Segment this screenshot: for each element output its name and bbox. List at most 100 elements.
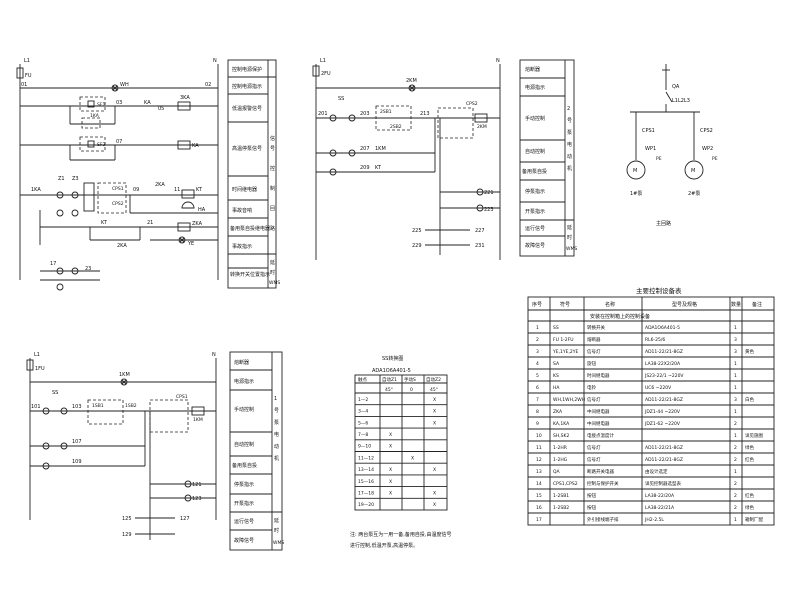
equip-cell-qty: 1: [734, 409, 737, 415]
equip-cell-qty: 1: [734, 361, 737, 367]
wp1-label: WP1: [645, 146, 656, 152]
cps1-main-label: CPS1: [642, 128, 655, 134]
equip-cell-model: RL6-25/6: [645, 337, 665, 343]
side-char-3: 制: [270, 185, 275, 192]
kt-contact-2-label: KT: [375, 165, 382, 171]
equip-cell-model: JDZ1-62 ~220V: [644, 421, 681, 427]
equip-cell-qty: 2: [734, 457, 737, 463]
node-07: 07: [116, 139, 122, 145]
side-char1-4: 动: [274, 443, 279, 450]
node-L1: L1: [24, 58, 30, 64]
pump1-control-circuit: L1 1FU N 1KM 101 SS 103 1SB1 1SB2 CPS1 1…: [26, 351, 284, 551]
equip-cell-no: 8: [536, 409, 539, 415]
equip-cell-qty: 3: [734, 397, 737, 403]
label-standby-relay: 备用泵自投继电器: [230, 225, 270, 232]
ss-cell-manual: X: [411, 455, 414, 461]
side-char2-5: 机: [567, 165, 572, 172]
equip-cell-symbol: SH,SK2: [553, 433, 569, 439]
node-109: 109: [72, 459, 82, 465]
ss-cell-auto1: X: [389, 444, 392, 450]
node-207: 207: [360, 146, 370, 152]
motor2-symbol: M: [691, 168, 695, 174]
ss-switch-table: SS转换图 ADA1O6A401-5 触点 自动Z1 手动S 自动Z2 45° …: [354, 355, 448, 511]
side2-char-2: WMS: [269, 280, 280, 286]
ss-angle-2: 0: [410, 387, 413, 393]
1ka-label: 1KA: [90, 113, 100, 119]
equip-cell-model: JS23-22/1 ~220V: [644, 373, 684, 379]
node-11: 11: [174, 187, 180, 193]
equip-cell-name: 信号灯: [587, 396, 601, 403]
1sb2-label: 1SB2: [125, 403, 137, 409]
label-standby-auto-1: 备用泵自投: [232, 462, 257, 469]
equip-cell-model: AD11-22/21-8GZ: [645, 457, 683, 463]
equip-cell-qty: 1: [734, 373, 737, 379]
ss-cell-auto2: X: [433, 467, 436, 473]
equip-cell-no: 4: [536, 361, 539, 367]
3ka-coil-label: 3KA: [180, 95, 190, 101]
ss-cell-contact: 13—14: [358, 467, 374, 473]
equip-cell-remark: 白色: [745, 396, 754, 403]
ss-angle-3: 45°: [430, 387, 438, 393]
2km-coil-label: 2KM: [477, 124, 487, 130]
z1-label: Z1: [58, 176, 65, 182]
node-121: 121: [192, 482, 202, 488]
design-note: 注: 两台泵互为一用一备,备用自投,由温度信号 进行控制,低温开泵,高温停泵。: [350, 530, 451, 552]
wh-indicator-label: WH: [120, 82, 129, 88]
2wh-label: 2KM: [406, 78, 417, 84]
node-02: 02: [205, 82, 211, 88]
equip-cell-qty: 3: [734, 337, 737, 343]
1sb1-label: 1SB1: [92, 403, 104, 409]
signal-control-circuit: L1 FU N 01 WH 02 SF1 03 KA 05 3KA 1KA SF…: [16, 58, 280, 291]
pump1-label: 1#泵: [630, 191, 642, 197]
side2-char-0: 延: [270, 259, 275, 266]
label-stop-indicator-1: 停泵指示: [234, 481, 254, 488]
ss-cell-auto2: X: [433, 502, 436, 508]
ha-bell-label: HA: [198, 207, 206, 213]
equip-cell-symbol: HA: [553, 385, 560, 391]
equip-cell-model: 由设计选定: [645, 468, 668, 475]
label-control-power-protection: 控制电源保护: [232, 66, 262, 73]
equip-cell-qty: 2: [734, 493, 737, 499]
equip-cell-name: 旋钮: [587, 360, 596, 367]
ss-cell-auto2: X: [433, 420, 436, 426]
ss-cell-auto2: X: [433, 490, 436, 496]
side-char-1: 号: [270, 146, 275, 152]
equip-header-symbol: 符号: [560, 301, 570, 308]
node-09: 09: [133, 187, 139, 193]
note-line-1: 注: 两台泵互为一用一备,备用自投,由温度信号: [350, 532, 452, 538]
equip-header-no: 序号: [532, 301, 542, 308]
side-char2-2: 泵: [567, 130, 572, 136]
equip-cell-no: 5: [536, 373, 539, 379]
equip-cell-symbol: KA,1KA: [553, 421, 570, 427]
ss-header-manual: 手动S: [404, 376, 416, 383]
cps2-contact-label: CPS2: [112, 201, 124, 207]
cps1-contact-label: CPS1: [112, 186, 124, 192]
equip-cell-symbol: ZKA: [553, 409, 563, 415]
2sb1-label: 2SB1: [380, 109, 392, 115]
pump2-label: 2#泵: [688, 191, 700, 197]
side-small2-1: 时: [567, 234, 572, 241]
side-char-0: 信: [270, 135, 275, 142]
equip-cell-model: JH2-2.5L: [644, 517, 664, 523]
side-char-2: 控: [270, 165, 275, 172]
label-stop-indicator-2: 停泵指示: [525, 188, 545, 195]
main-circuit-caption: 主回路: [656, 220, 671, 227]
equip-cell-symbol: YE,1YE,2YE: [552, 349, 579, 355]
equip-cell-no: 10: [536, 433, 542, 439]
1ka-contact-label: 1KA: [31, 187, 41, 193]
pump2-control-circuit: L1 2FU N 2KM 201 SS 203 2SB1 213 CPS2 2K…: [312, 58, 577, 260]
equip-cell-name: 时间继电器: [587, 372, 610, 379]
label-accident-indicator: 事故指示: [232, 243, 252, 250]
equip-cell-no: 16: [536, 505, 542, 511]
sf1-label: SF1: [97, 102, 105, 108]
equip-cell-remark: 红色: [745, 456, 754, 463]
side-small1-0: 延: [274, 517, 279, 524]
ss-cell-auto2: X: [433, 397, 436, 403]
ss-cell-auto1: X: [389, 479, 392, 485]
equip-cell-name: 控制与保护开关: [587, 480, 619, 487]
equip-cell-qty: 2: [734, 421, 737, 427]
ss-cell-contact: 17—18: [358, 490, 374, 496]
node-01: 01: [21, 82, 27, 88]
equip-cell-name: 按钮: [587, 492, 596, 499]
